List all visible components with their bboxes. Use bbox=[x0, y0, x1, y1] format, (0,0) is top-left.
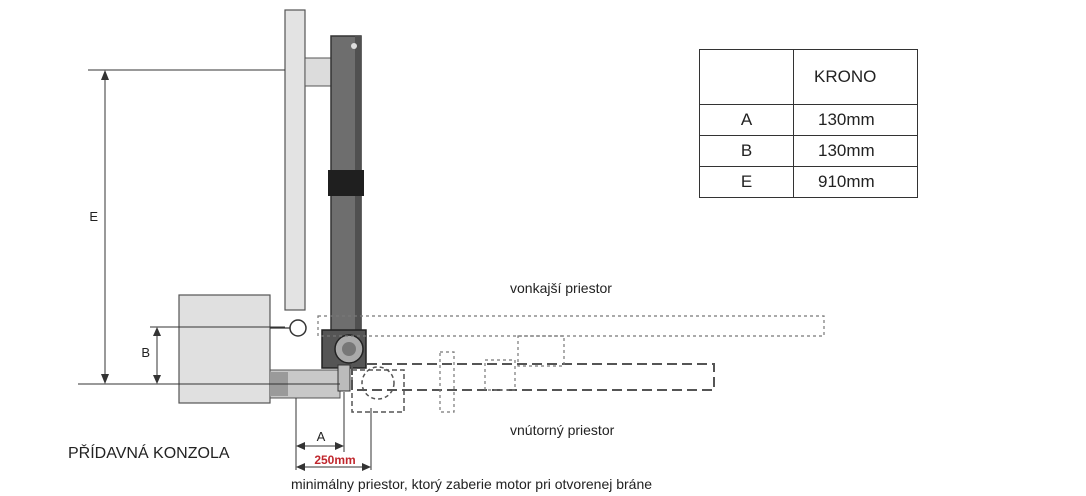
dim-a-label: A bbox=[317, 429, 326, 444]
dim-e-arrow-bottom bbox=[101, 374, 109, 384]
table-row: E 910mm bbox=[699, 166, 918, 198]
dim-b-arrow-top bbox=[153, 327, 161, 336]
spec-table-corner bbox=[699, 49, 794, 105]
outside-area-label: vonkajší priestor bbox=[510, 280, 612, 296]
additional-bracket-plate bbox=[178, 294, 271, 404]
dim-b-label: B bbox=[141, 345, 150, 360]
bracket-label: PŘÍDAVNÁ KONZOLA bbox=[68, 443, 230, 462]
spec-value: 130mm bbox=[793, 104, 918, 136]
dim-a-arrow-left bbox=[296, 442, 305, 450]
spec-key: E bbox=[699, 166, 794, 198]
wall-pillar bbox=[284, 9, 306, 311]
dim-b-arrow-bottom bbox=[153, 375, 161, 384]
dim-250-label: 250mm bbox=[314, 453, 355, 467]
spec-key: B bbox=[699, 135, 794, 167]
caption-label: minimálny priestor, ktorý zaberie motor … bbox=[291, 476, 652, 492]
motor-pivot-core bbox=[342, 342, 356, 356]
spec-table-header: KRONO bbox=[699, 49, 918, 105]
motor-open-outline bbox=[351, 363, 715, 391]
dim-e-arrow-top bbox=[101, 70, 109, 80]
motor-open-head bbox=[351, 369, 405, 413]
upper-hinge-bracket bbox=[304, 57, 332, 87]
spec-value: 910mm bbox=[793, 166, 918, 198]
spec-table-model: KRONO bbox=[793, 49, 918, 105]
dim-e-label: E bbox=[89, 209, 98, 224]
table-row: A 130mm bbox=[699, 104, 918, 136]
dim-a-arrow-right bbox=[335, 442, 344, 450]
motor-open-band bbox=[484, 359, 516, 391]
bracket-clamp bbox=[337, 364, 351, 392]
gate-hinge-pin bbox=[289, 319, 307, 337]
motor-open-housing bbox=[517, 335, 565, 367]
inside-area-label: vnútorný priestor bbox=[510, 422, 615, 438]
motor-open-clamp bbox=[439, 351, 455, 413]
dim-250-arrow-left bbox=[296, 463, 305, 471]
spec-table: KRONO A 130mm B 130mm E 910mm bbox=[699, 49, 918, 198]
spec-key: A bbox=[699, 104, 794, 136]
motor-top-screw bbox=[351, 43, 357, 49]
dim-250-arrow-right bbox=[362, 463, 371, 471]
motor-open-pivot bbox=[361, 366, 395, 400]
spec-value: 130mm bbox=[793, 135, 918, 167]
table-row: B 130mm bbox=[699, 135, 918, 167]
motor-arm-band bbox=[328, 170, 364, 196]
gate-open-outline bbox=[317, 315, 825, 337]
